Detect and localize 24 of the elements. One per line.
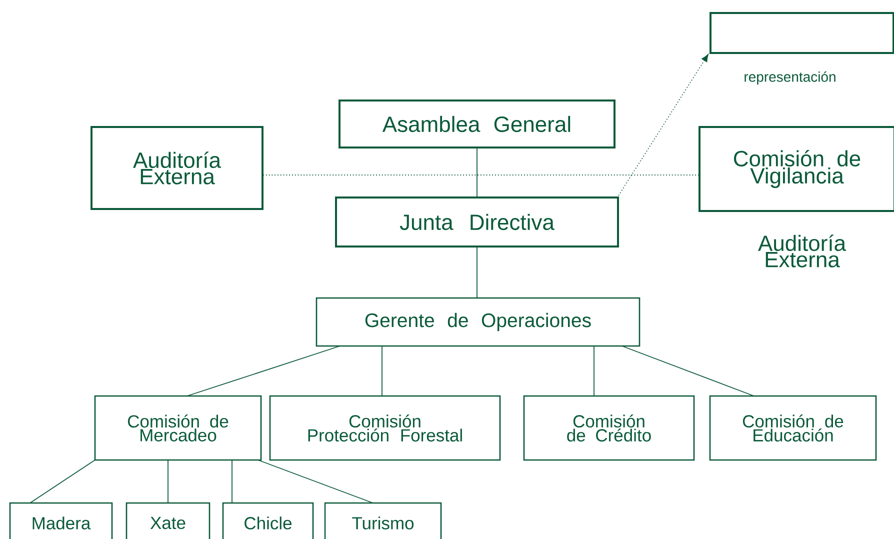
org-box: Comisión de Vigilancia	[698, 126, 894, 212]
org-box	[710, 12, 894, 54]
org-box: Chicle	[222, 502, 314, 539]
org-box: Gerente de Operaciones	[316, 297, 640, 347]
connector	[616, 54, 708, 198]
connector	[258, 460, 374, 504]
connector	[186, 346, 340, 396]
org-box: Turismo	[324, 502, 442, 539]
org-box: Xate	[126, 502, 210, 539]
org-box: Asamblea General	[338, 100, 616, 148]
edge-label: representación	[742, 70, 838, 86]
org-box: Comisión de Mercadeo	[94, 395, 262, 461]
note-text: Auditoría Externa	[758, 234, 846, 268]
connector	[622, 346, 754, 396]
connector	[262, 174, 700, 176]
connector	[476, 148, 478, 198]
org-box: Madera	[9, 502, 113, 539]
org-box: Auditoría Externa	[90, 126, 264, 210]
org-box: Comisión Protección Forestal	[269, 395, 501, 461]
org-box: Comisión de Crédito	[523, 395, 695, 461]
connector	[30, 460, 96, 504]
org-box: Junta Directiva	[335, 196, 619, 248]
org-box: Comisión de Educación	[709, 395, 877, 461]
connector	[476, 246, 478, 298]
